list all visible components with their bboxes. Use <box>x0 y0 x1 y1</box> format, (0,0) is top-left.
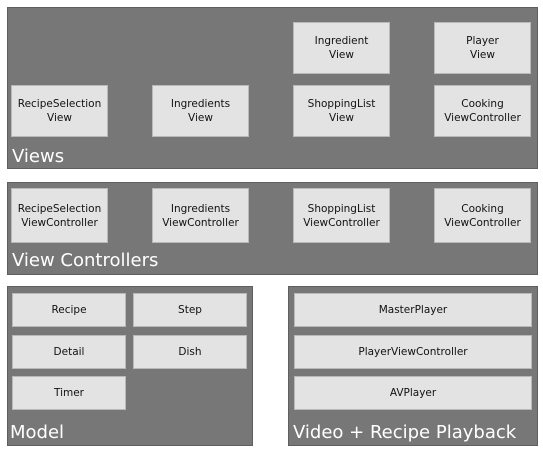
views-panel: Ingredient View Player View RecipeSelect… <box>7 7 538 169</box>
ingredients-view-box: Ingredients View <box>152 85 249 137</box>
master-player-box: MasterPlayer <box>294 293 532 327</box>
views-title: Views <box>12 146 65 167</box>
av-player-box: AVPlayer <box>294 376 532 410</box>
model-panel: Recipe Step Detail Dish Timer Model <box>7 286 253 446</box>
ingredients-view-controller-box: Ingredients ViewController <box>152 188 249 243</box>
dish-box: Dish <box>133 335 247 369</box>
view-controllers-panel: RecipeSelection ViewController Ingredien… <box>7 182 538 275</box>
recipe-selection-view-controller-box: RecipeSelection ViewController <box>11 188 108 243</box>
cooking-view-controller-box: Cooking ViewController <box>434 85 531 137</box>
playback-panel: MasterPlayer PlayerViewController AVPlay… <box>288 286 538 446</box>
detail-box: Detail <box>12 335 126 369</box>
view-controllers-title: View Controllers <box>12 250 159 271</box>
player-view-box: Player View <box>434 22 531 74</box>
step-box: Step <box>133 293 247 327</box>
shopping-list-view-controller-box: ShoppingList ViewController <box>293 188 390 243</box>
timer-box: Timer <box>12 376 126 410</box>
cooking-view-controller-box-2: Cooking ViewController <box>434 188 531 243</box>
recipe-box: Recipe <box>12 293 126 327</box>
playback-title: Video + Recipe Playback <box>293 422 517 443</box>
shopping-list-view-box: ShoppingList View <box>293 85 390 137</box>
model-title: Model <box>10 422 65 443</box>
recipe-selection-view-box: RecipeSelection View <box>11 85 108 137</box>
ingredient-view-box: Ingredient View <box>293 22 390 74</box>
player-view-controller-box: PlayerViewController <box>294 335 532 369</box>
